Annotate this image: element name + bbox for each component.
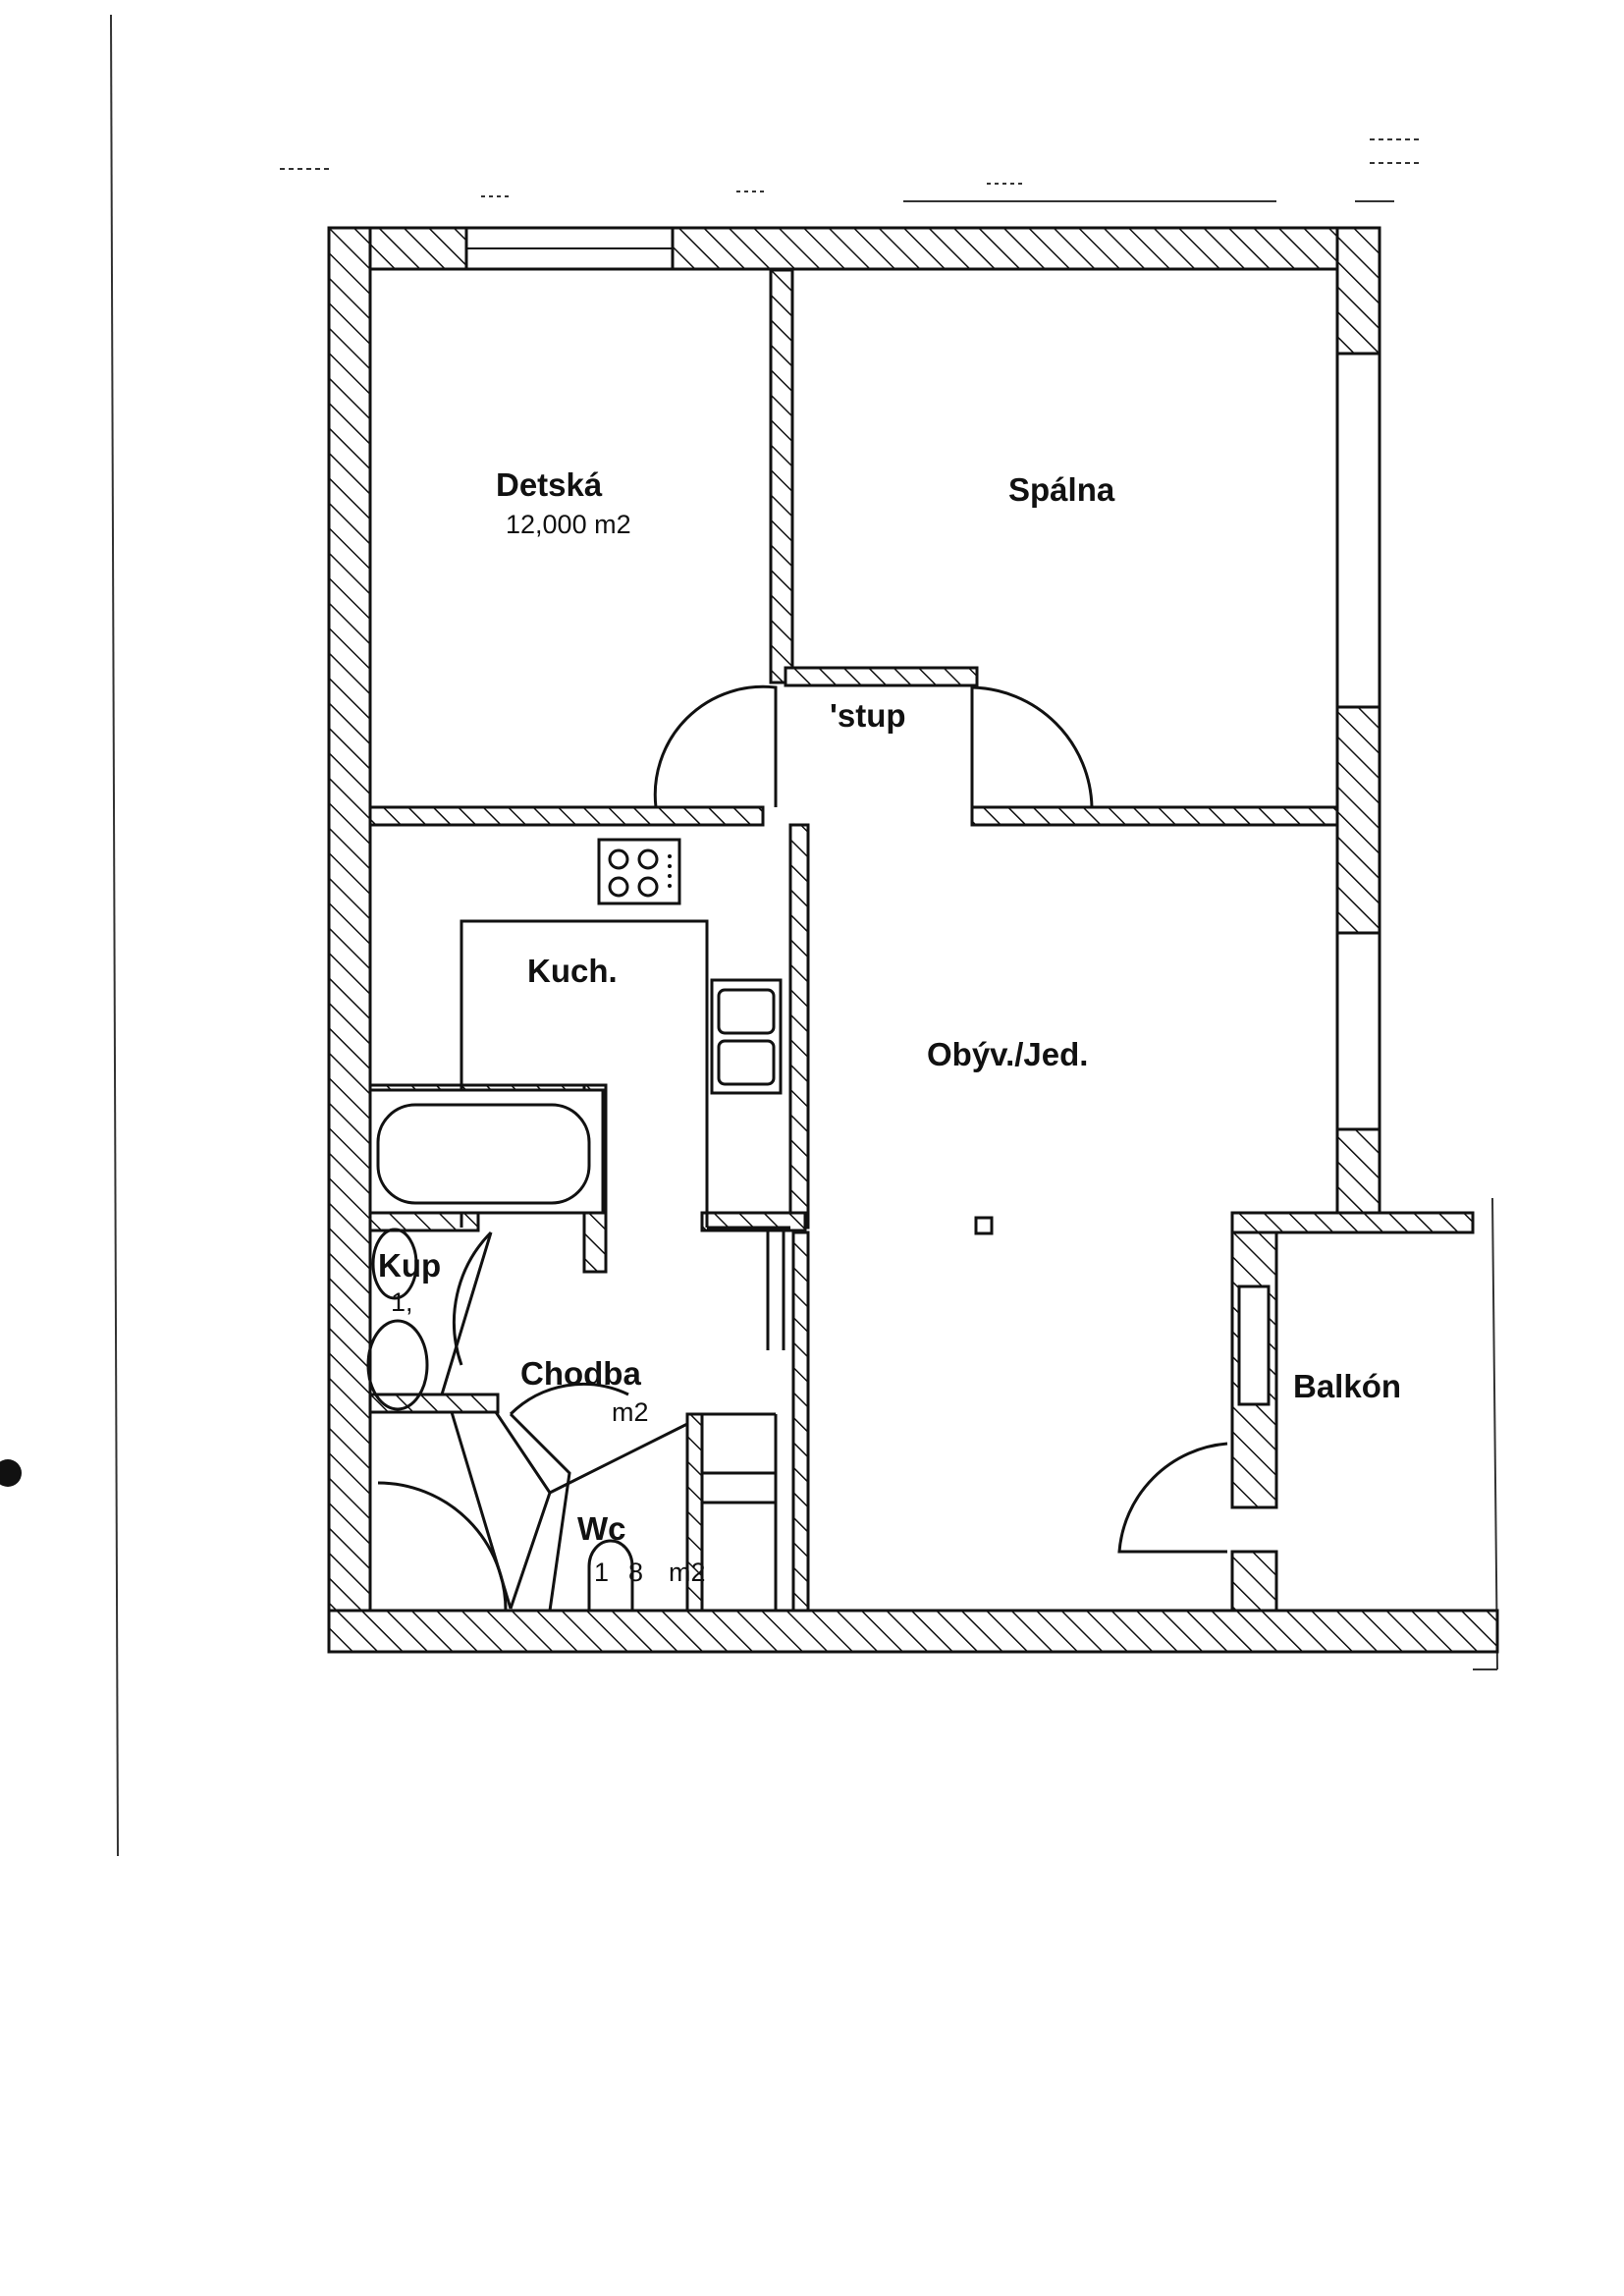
room-chodba-area: m2	[612, 1397, 649, 1427]
sink-icon	[710, 978, 783, 1095]
stove-icon	[597, 838, 681, 905]
window-right-living	[1335, 931, 1381, 1131]
room-detska-name: Detská	[496, 466, 603, 503]
pillar-mark	[974, 1216, 994, 1235]
scan-hole-mark	[0, 1459, 22, 1487]
room-labels: Detská 12,000 m2 Spálna 'stup Kuch. Obýv…	[378, 466, 1401, 1587]
room-balkon-name: Balkón	[1293, 1368, 1401, 1404]
room-chodba-name: Chodba	[520, 1355, 641, 1392]
room-kupelna-area: 1,	[391, 1287, 413, 1317]
room-wc-name: Wc	[577, 1510, 626, 1547]
window-balcony	[1237, 1285, 1271, 1406]
window-right-bedroom	[1335, 352, 1381, 709]
room-spalna-name: Spálna	[1008, 471, 1115, 508]
room-wc-area-c: m2	[669, 1558, 706, 1587]
room-wc-area-b: 8	[628, 1558, 643, 1587]
wc-toilet-icon	[587, 1539, 634, 1611]
door-swings	[377, 684, 1228, 1612]
room-obyvacka-name: Obýv./Jed.	[927, 1036, 1088, 1072]
room-vstup-name: 'stup	[830, 697, 906, 734]
door-frames	[440, 1231, 778, 1613]
exterior-walls	[327, 226, 1499, 1654]
kitchen-counter	[460, 919, 790, 1230]
scan-artifacts	[110, 14, 1498, 1857]
room-kuchyna-name: Kuch.	[527, 953, 618, 989]
bathtub-icon	[368, 1088, 605, 1215]
washbasin-icons	[366, 1228, 429, 1411]
room-kupelna-name: Kup	[378, 1247, 441, 1284]
room-wc-area-a: 1	[594, 1558, 609, 1587]
room-detska-area: 12,000 m2	[506, 510, 631, 539]
